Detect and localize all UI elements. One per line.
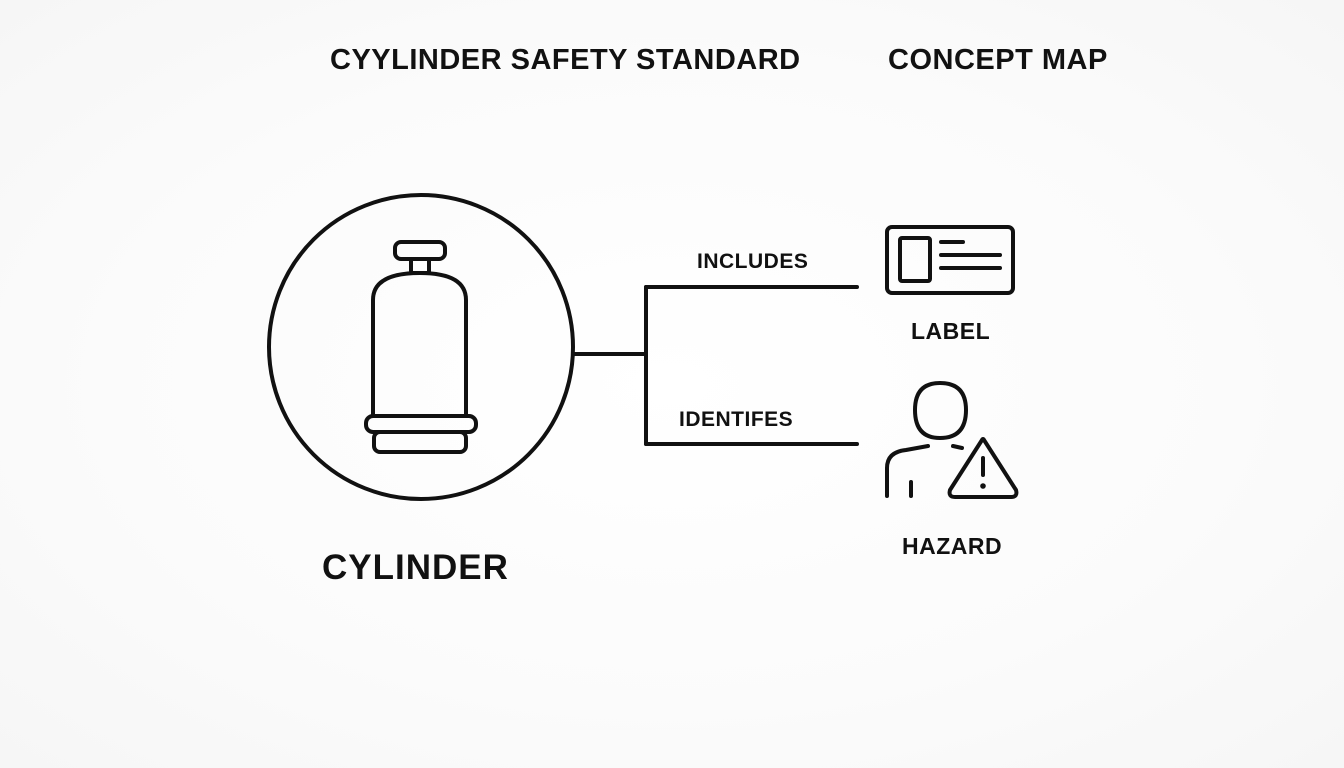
page-title-left: CYYLINDER SAFETY STANDARD <box>330 44 801 76</box>
node-label-hazard: HAZARD <box>902 533 1003 559</box>
gas-cylinder-icon <box>364 240 478 454</box>
person-warning-icon <box>885 381 1019 499</box>
node-label-cylinder: CYLINDER <box>322 548 509 587</box>
id-card-icon <box>885 225 1015 295</box>
node-label-label: LABEL <box>911 318 991 344</box>
edge-label-identifies: IDENTIFES <box>679 408 794 431</box>
warning-dot <box>980 483 986 489</box>
cylinder-node-circle <box>267 193 575 501</box>
page-title-right: CONCEPT MAP <box>888 44 1108 76</box>
edge-label-includes: INCLUDES <box>697 250 809 273</box>
connector-lines <box>571 285 859 446</box>
